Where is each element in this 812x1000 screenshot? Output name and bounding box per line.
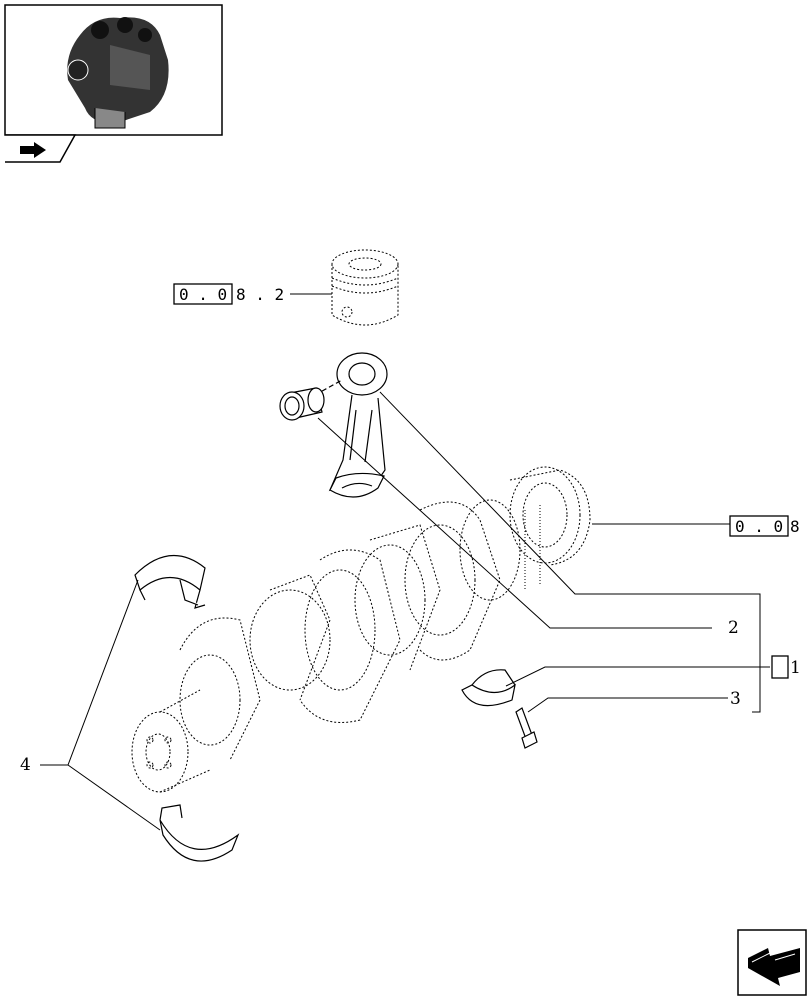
callout-1[interactable]: 1: [771, 655, 801, 679]
callout-4[interactable]: 4: [20, 755, 31, 775]
reference-flywheel-code: 0 . 0: [735, 517, 783, 536]
next-page-arrow-icon: [748, 948, 800, 986]
callout-2[interactable]: 2: [728, 618, 739, 638]
big-end-bearing: [461, 669, 516, 707]
connecting-rod: [314, 352, 388, 498]
thumbnail-tab[interactable]: [5, 134, 77, 163]
reference-piston-suffix: 8 . 2: [236, 285, 284, 304]
main-bearing-upper: [134, 555, 206, 609]
engine-thumbnail[interactable]: [4, 4, 223, 136]
piston: [331, 249, 399, 326]
engine-thumbnail-icon: [67, 17, 169, 129]
main-bearing-lower: [159, 804, 240, 862]
reference-piston[interactable]: 0 . 0 8 . 2: [173, 283, 332, 305]
reference-piston-code: 0 . 0: [179, 285, 227, 304]
reference-flywheel-suffix: 8: [790, 517, 800, 536]
callout-1-label: 1: [790, 658, 801, 678]
leader-lines: [40, 391, 770, 831]
next-page-button[interactable]: [737, 929, 807, 996]
reference-flywheel[interactable]: 0 . 0 8: [592, 515, 800, 537]
small-end-bushing: [279, 387, 325, 421]
nav-arrow-icon: [20, 142, 46, 158]
crankshaft: [131, 466, 591, 793]
callout-3[interactable]: 3: [730, 689, 741, 709]
bolt: [515, 707, 538, 749]
